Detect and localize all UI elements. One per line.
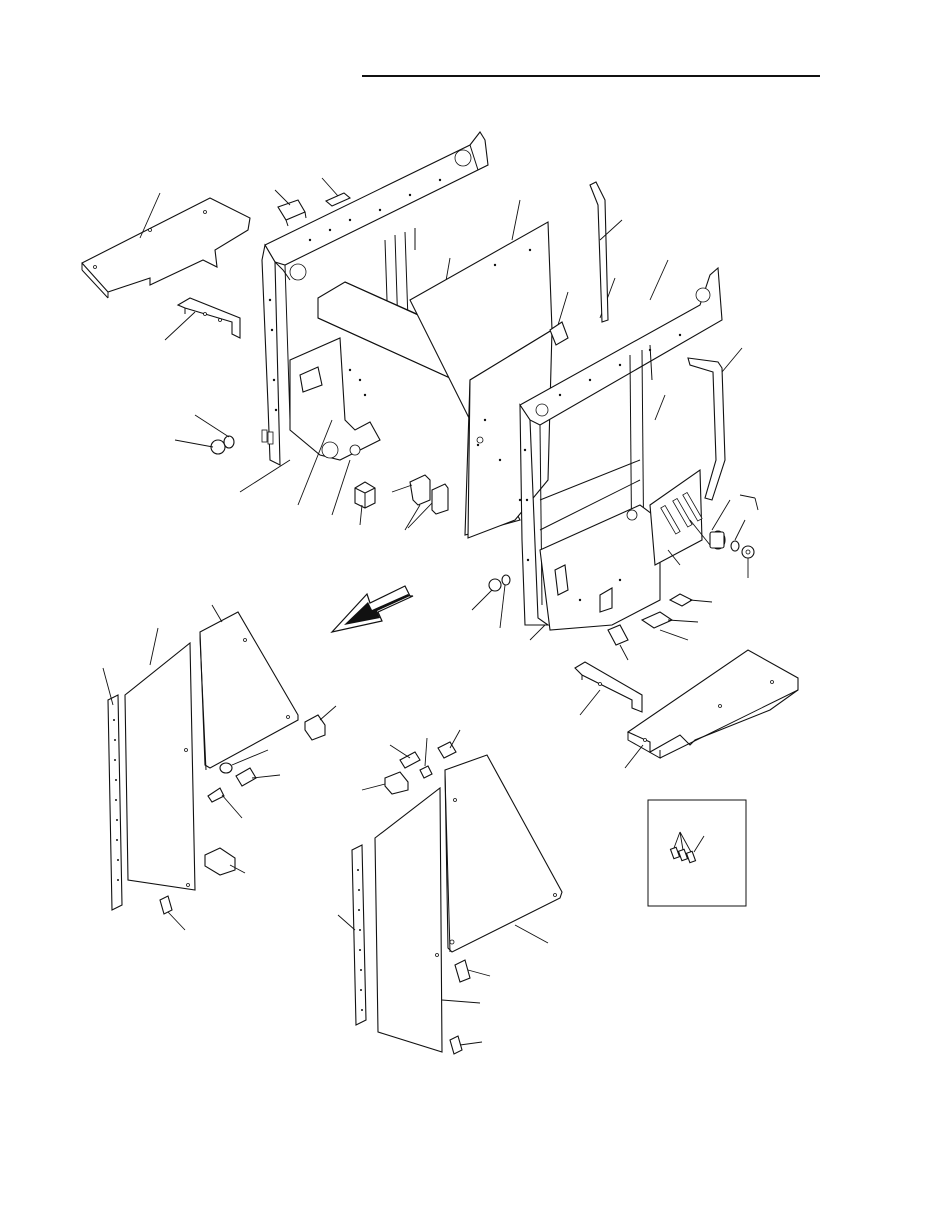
- curved-support-bar-right: [687, 347, 743, 501]
- right-floor-plate: [624, 649, 799, 769]
- curved-support-bar-upper: [589, 181, 623, 323]
- bushing-pair-center: [471, 574, 511, 629]
- right-angle-bracket: [574, 661, 643, 716]
- detail-inset-box: [647, 799, 747, 907]
- small-bracket-pair-center: [391, 474, 449, 531]
- left-angle-bracket: [164, 297, 241, 341]
- bushing-assembly: [709, 494, 759, 578]
- left-triangular-panel: [199, 604, 299, 771]
- floor-mount-block-left: [354, 481, 376, 526]
- center-door-panel: [374, 786, 481, 1053]
- left-interior-plate: [289, 337, 381, 516]
- left-hinge-strip: [102, 667, 123, 911]
- left-door-hardware: [159, 705, 337, 931]
- left-door-panel: [124, 627, 196, 891]
- top-left-cover-plate: [81, 192, 251, 299]
- bushing-pair-left: [174, 414, 235, 455]
- small-bracket-top-1: [274, 189, 307, 227]
- center-hinge-strip: [337, 844, 367, 1026]
- upper-right-side-frame: [519, 259, 723, 641]
- right-slotted-plate: [649, 468, 711, 566]
- small-bracket-top-2: [321, 177, 352, 207]
- lower-right-small-parts: [607, 593, 713, 661]
- center-triangular-panel: [444, 754, 563, 953]
- bracket-center-top: [549, 291, 569, 346]
- center-door-hardware: [361, 729, 491, 1055]
- front-direction-arrow: [330, 585, 414, 633]
